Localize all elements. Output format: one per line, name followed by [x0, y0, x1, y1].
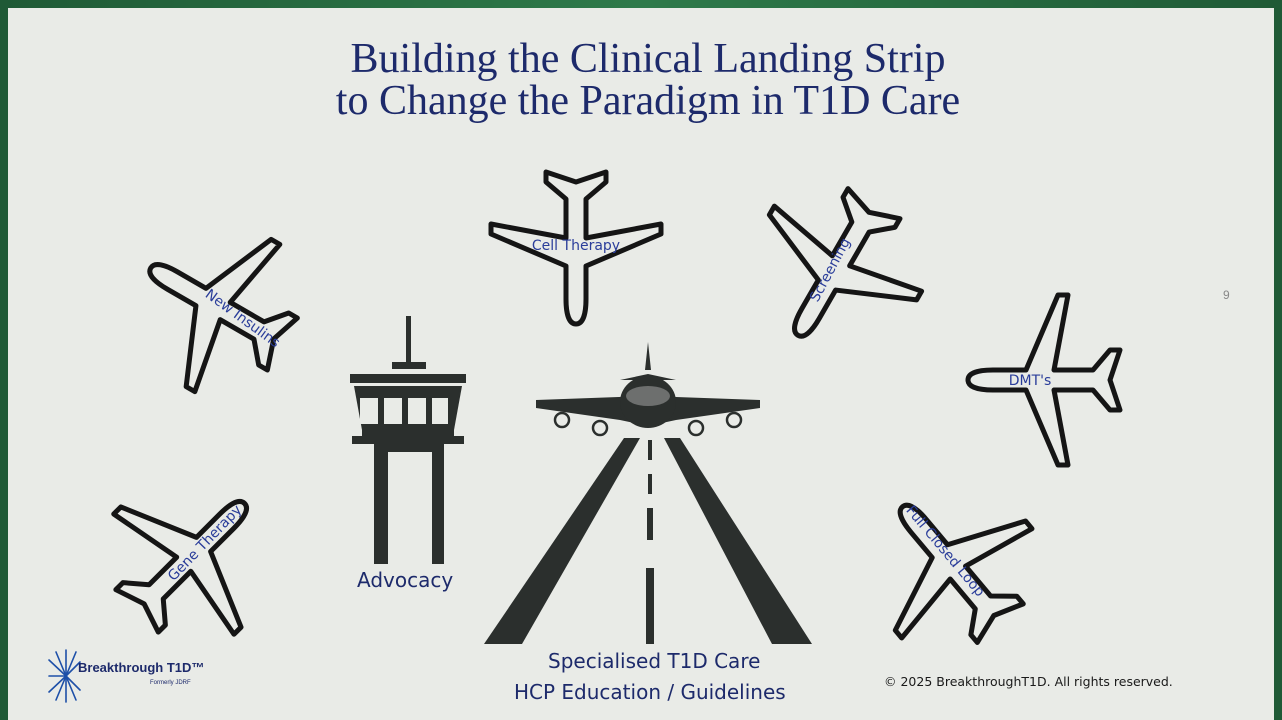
illustration: New Insulins Cell Therapy Screening DMT'… — [8, 8, 1274, 720]
runway-icon — [484, 438, 812, 644]
slide: Building the Clinical Landing Strip to C… — [8, 8, 1274, 720]
plane-label-gene-therapy: Gene Therapy — [165, 502, 245, 584]
runway-label-line-2: HCP Education / Guidelines — [514, 680, 786, 704]
tower-label: Advocacy — [357, 568, 454, 592]
title-line-1: Building the Clinical Landing Strip — [350, 36, 946, 82]
page-number: 9 — [1223, 288, 1230, 302]
breakthrough-t1d-logo: Breakthrough T1D™ Formerly JDRF — [48, 648, 238, 708]
landing-jet-icon — [536, 342, 760, 437]
starburst-icon — [48, 649, 81, 703]
title-line-2: to Change the Paradigm in T1D Care — [335, 78, 961, 124]
plane-label-cell-therapy: Cell Therapy — [532, 238, 620, 254]
slide-title: Building the Clinical Landing Strip to C… — [8, 38, 1274, 122]
control-tower-icon — [350, 316, 466, 564]
logo-tagline: Formerly JDRF — [150, 680, 191, 686]
plane-label-dmts: DMT's — [1009, 373, 1052, 389]
logo-name: Breakthrough T1D™ — [78, 660, 205, 675]
copyright-notice: © 2025 BreakthroughT1D. All rights reser… — [884, 674, 1173, 689]
runway-label-line-1: Specialised T1D Care — [548, 649, 761, 673]
